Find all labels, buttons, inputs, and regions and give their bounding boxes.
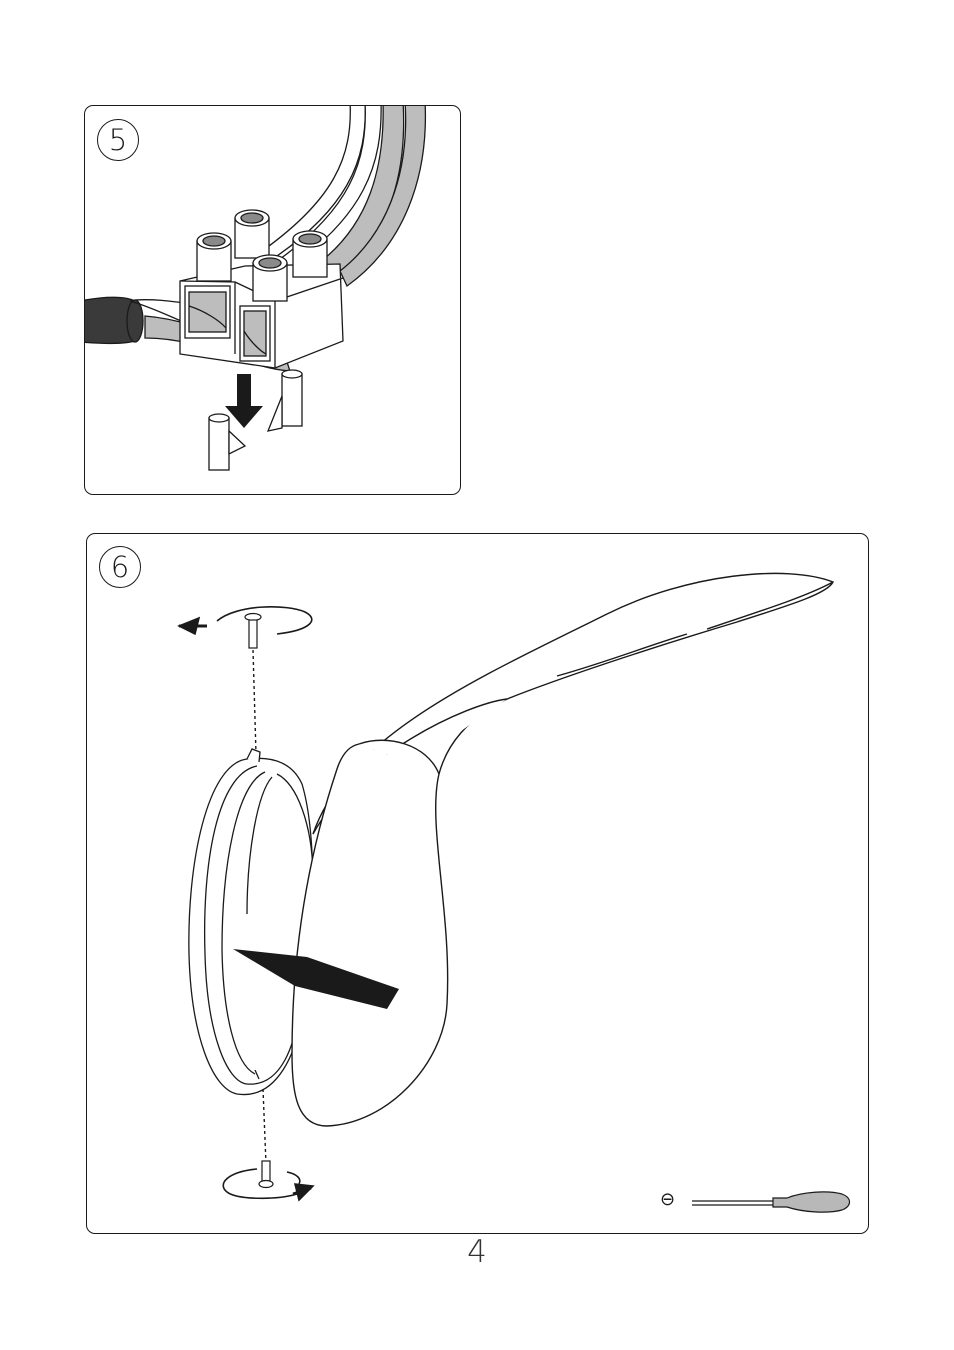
screw-icon — [245, 614, 261, 649]
screw-icon — [197, 233, 231, 281]
connector-pins — [209, 370, 302, 470]
step-6-panel: 6 — [86, 533, 869, 1234]
lamp-shade — [292, 573, 833, 1126]
step-5-badge: 5 — [97, 119, 139, 161]
terminal-block-illustration — [85, 106, 461, 495]
screw-guide-bottom — [263, 1089, 266, 1164]
screw-icon — [235, 210, 269, 258]
screw-icon — [259, 1161, 273, 1188]
screw-icon — [293, 231, 327, 277]
step-6-badge: 6 — [99, 546, 141, 588]
step-5-panel: 5 — [84, 105, 461, 495]
flat-screwdriver-symbol: ⊖ — [660, 1189, 675, 1211]
screwdriver-icon — [692, 1192, 850, 1212]
fixture-assembly-illustration — [87, 534, 869, 1234]
rotate-counterclockwise-icon — [179, 607, 312, 634]
screw-guide-top — [253, 650, 256, 754]
down-arrow-icon — [225, 374, 263, 428]
screw-icon — [253, 255, 287, 301]
page-number: 4 — [0, 1234, 954, 1270]
